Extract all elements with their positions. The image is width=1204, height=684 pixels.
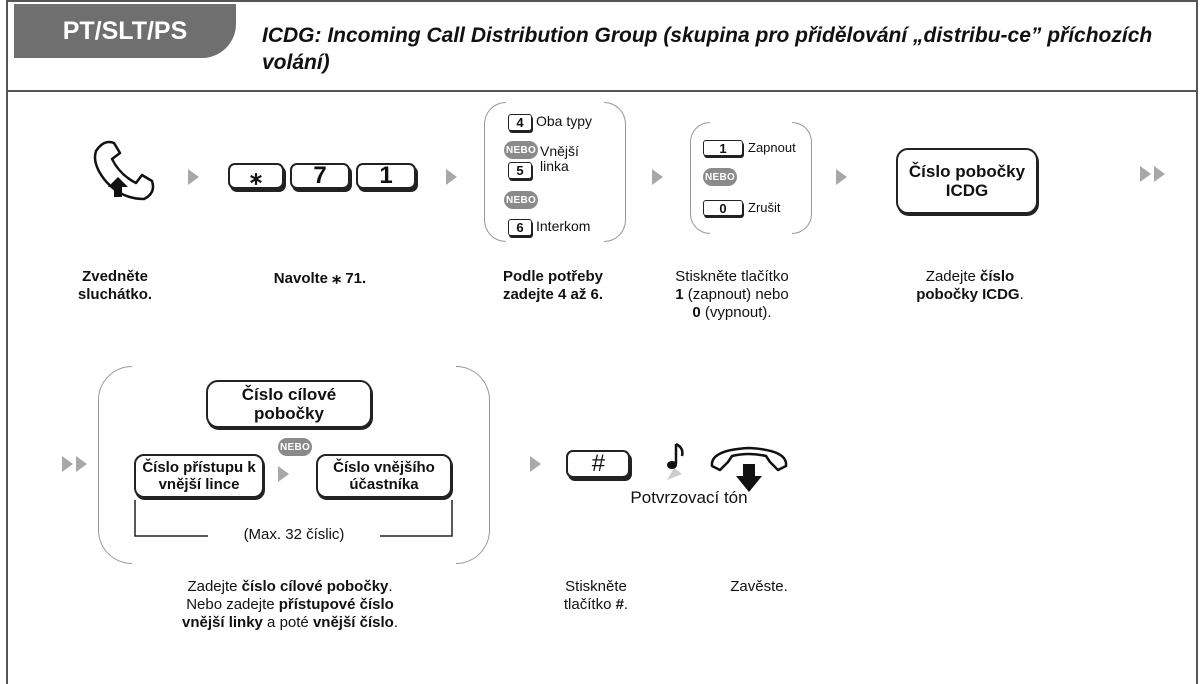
option-label-external: Vnější linka: [540, 143, 579, 174]
key-5[interactable]: 5: [508, 162, 532, 179]
option-bracket-left: [484, 102, 506, 242]
step-arrow: [530, 456, 541, 472]
key-hash[interactable]: #: [566, 450, 630, 478]
caption-icdg-number: Zadejte číslo pobočky ICDG.: [916, 268, 1024, 303]
user-type-badge: PT/SLT/PS: [14, 4, 236, 58]
handset-off-hook-icon: [93, 140, 155, 201]
caption-destination: Zadejte číslo cílové pobočky. Nebo zadej…: [182, 578, 398, 631]
outside-access-box[interactable]: Číslo přístupu k vnější lince: [134, 454, 264, 498]
caption-on-off: Stiskněte tlačítko 1 (zapnout) nebo 0 (v…: [675, 268, 789, 321]
page-title: ICDG: Incoming Call Distribution Group (…: [262, 24, 1153, 74]
confirmation-tone-label: Potvrzovací tón: [630, 488, 748, 507]
key-1-small[interactable]: 1: [703, 140, 743, 156]
option-label-both: Oba typy: [536, 113, 593, 129]
icdg-extension-box[interactable]: Číslo pobočky ICDG: [896, 148, 1038, 214]
key-6[interactable]: 6: [508, 219, 532, 236]
step-arrow: [446, 169, 457, 185]
nebo-badge: NEBO: [504, 191, 538, 209]
key-4[interactable]: 4: [508, 114, 532, 131]
option-label-intercom: Interkom: [536, 218, 591, 234]
step-arrow: [652, 169, 663, 185]
target-extension-box[interactable]: Číslo cílové pobočky: [206, 380, 372, 428]
page-frame: [6, 0, 1198, 684]
music-note-icon: [667, 442, 684, 480]
max-digits-note: (Max. 32 číslic): [243, 526, 345, 543]
handset-on-hook-icon: [710, 446, 788, 492]
option-bracket-right: [792, 122, 812, 234]
caption-press-hash: Stiskněte tlačítko #.: [563, 578, 629, 613]
key-star[interactable]: ⁎: [228, 163, 284, 190]
option-bracket-right: [456, 366, 490, 564]
header-bar: PT/SLT/PS ICDG: Incoming Call Distributi…: [6, 0, 1198, 92]
step-arrow: [278, 466, 289, 482]
option-bracket-left: [98, 366, 132, 564]
caption-lift-handset: Zvedněte sluchátko.: [77, 268, 153, 303]
continue-arrow: [1140, 166, 1165, 182]
option-label-cancel: Zrušit: [748, 200, 781, 215]
step-arrow: [836, 169, 847, 185]
caption-dial: Navolte ⁎ 71.: [273, 267, 367, 287]
max-digits-bracket: [134, 500, 453, 537]
nebo-badge: NEBO: [278, 438, 312, 456]
option-bracket-right: [604, 102, 626, 242]
nebo-badge: NEBO: [703, 168, 737, 186]
caption-hang-up: Zavěste.: [730, 578, 788, 595]
nebo-badge: NEBO: [504, 141, 538, 159]
key-7[interactable]: 7: [290, 162, 350, 189]
key-1[interactable]: 1: [356, 162, 416, 189]
key-0-small[interactable]: 0: [703, 200, 743, 216]
continue-arrow: [62, 456, 87, 472]
option-label-on: Zapnout: [748, 140, 796, 155]
step-arrow: [188, 169, 199, 185]
external-party-box[interactable]: Číslo vnějšího účastníka: [316, 454, 452, 498]
caption-select-type: Podle potřeby zadejte 4 až 6.: [502, 268, 604, 303]
